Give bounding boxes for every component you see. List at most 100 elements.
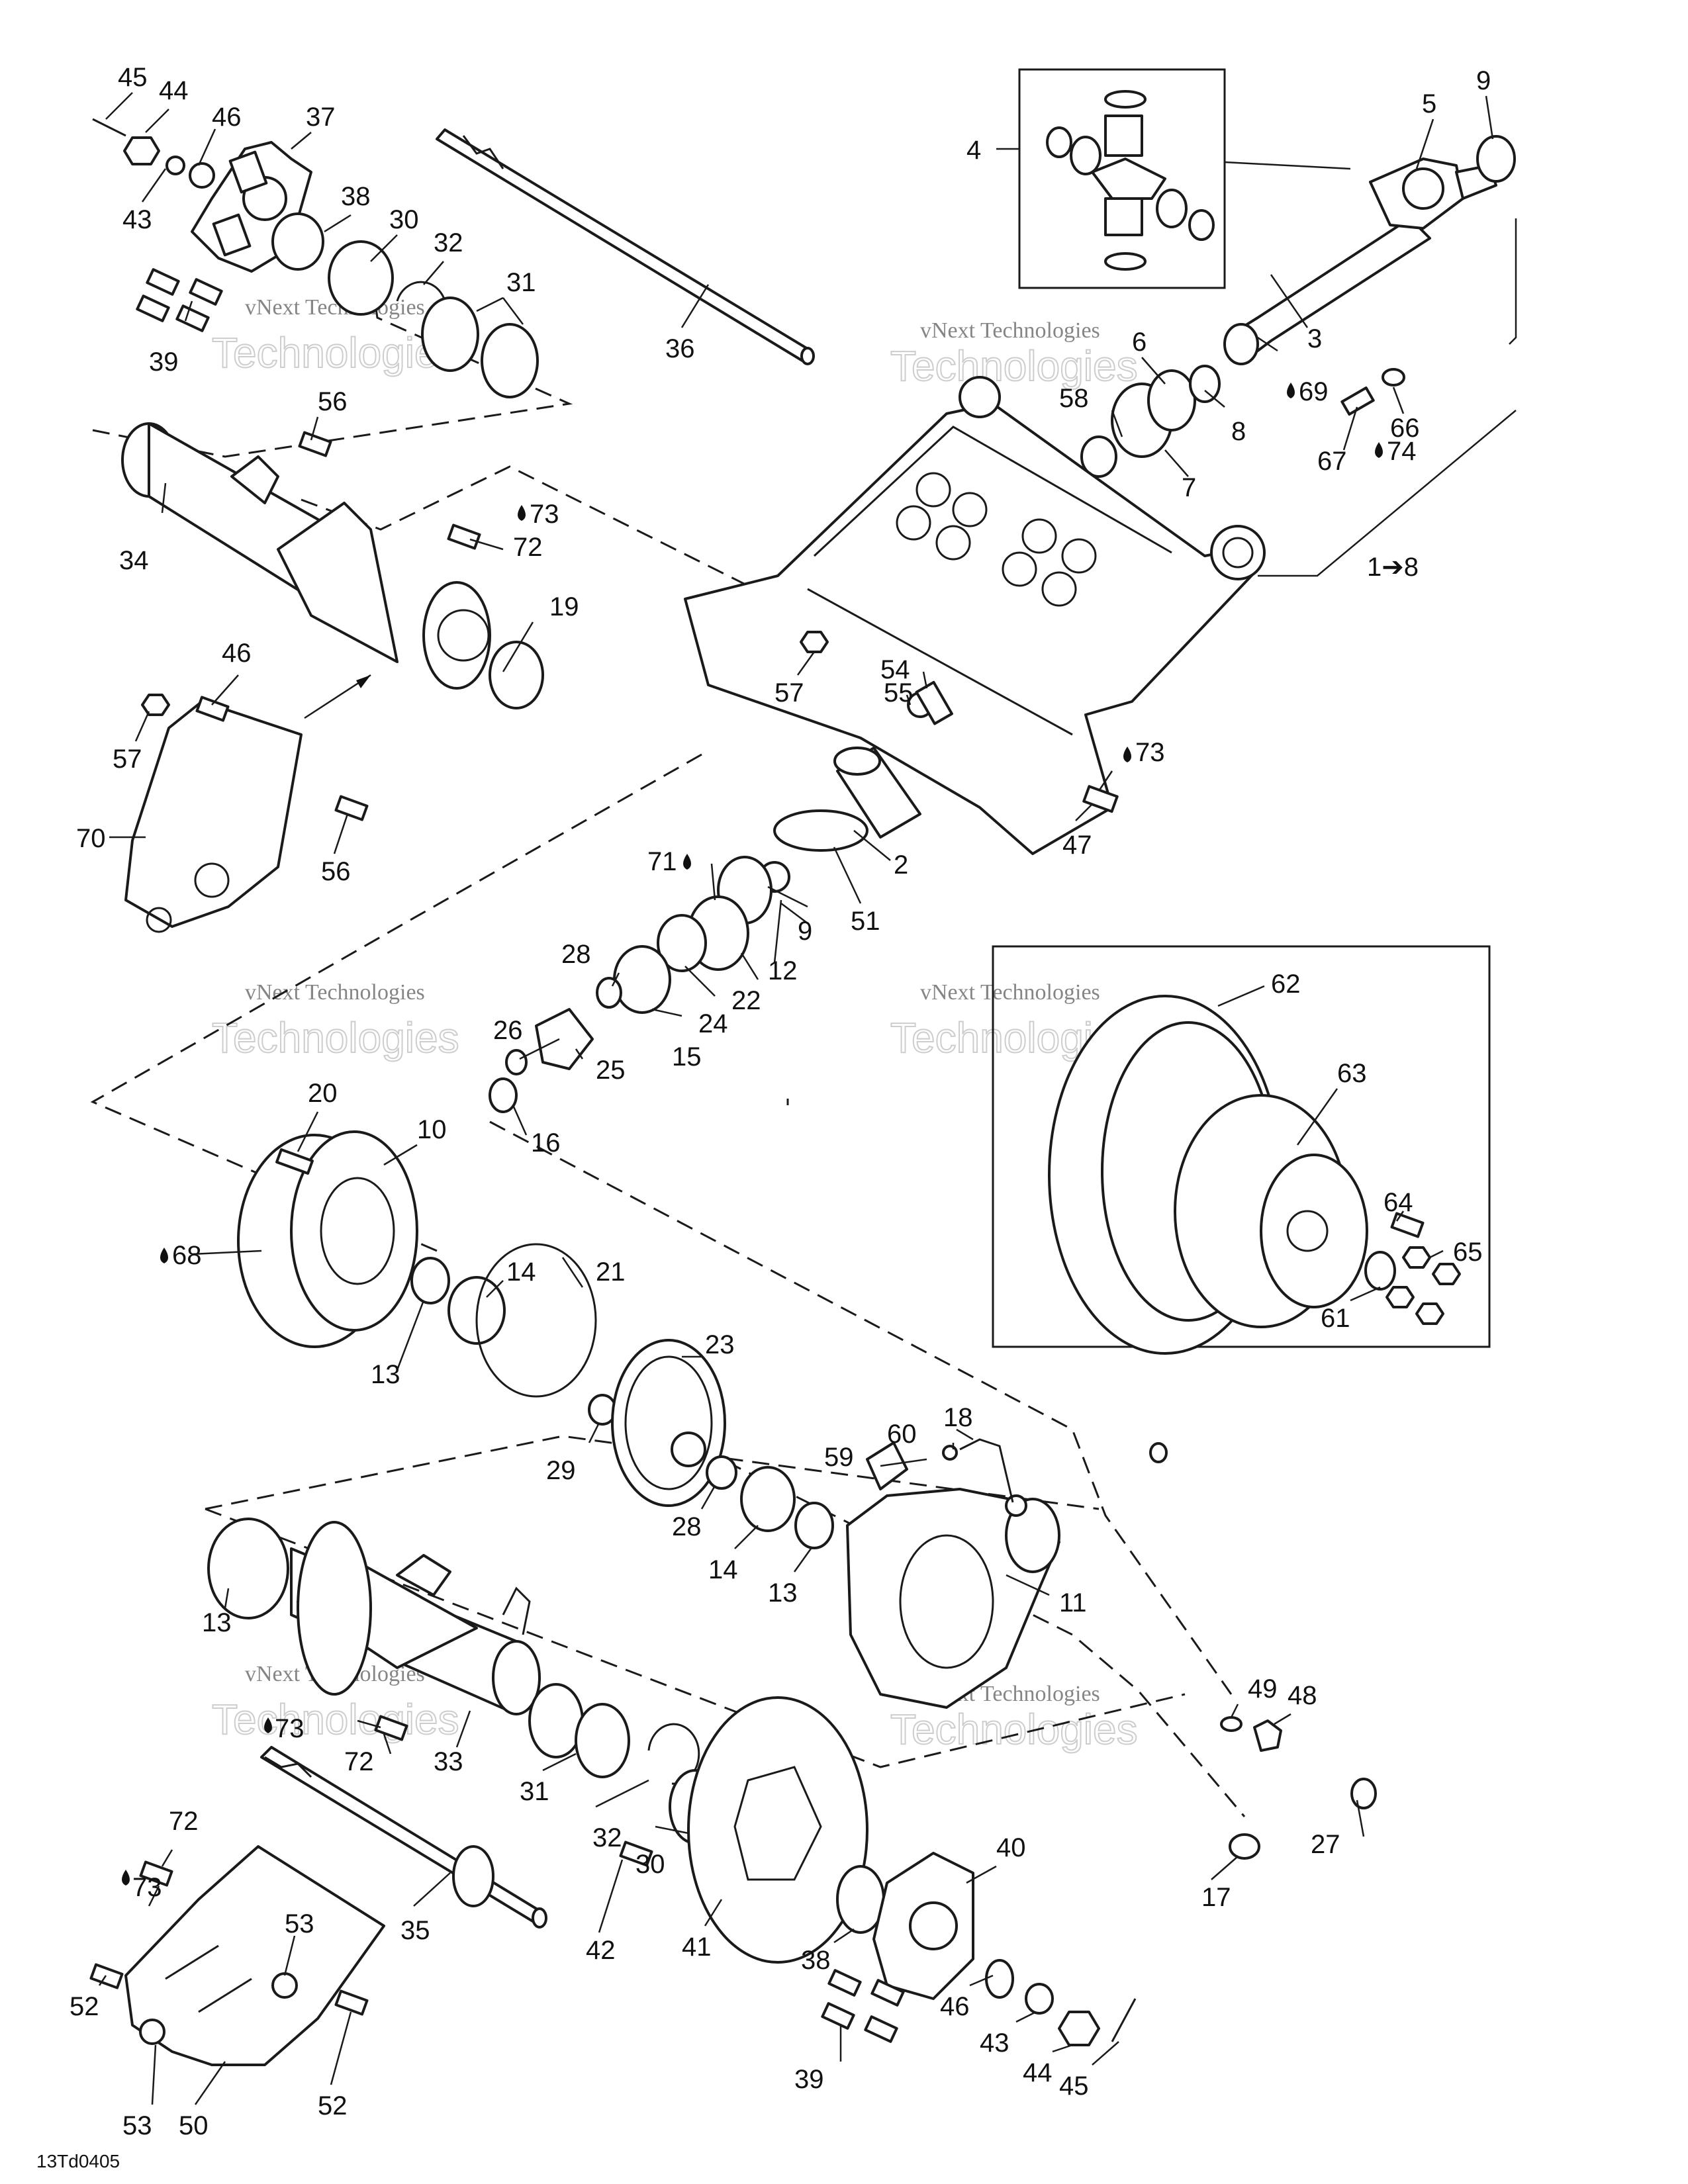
diff-housing-11 — [846, 1438, 1060, 1709]
callout-21: 21 — [596, 1257, 626, 1287]
drop-icon — [160, 1248, 168, 1263]
callout-10: 10 — [417, 1115, 447, 1144]
callout-41: 41 — [682, 1933, 712, 1962]
callout-14: 14 — [506, 1257, 536, 1287]
watermark-text: vNext Technologies — [920, 318, 1100, 343]
callout-12: 12 — [768, 956, 798, 985]
watermark-outline: Technologies — [890, 342, 1138, 390]
callout-73c: 73 — [275, 1714, 305, 1743]
callout-49: 49 — [1248, 1674, 1278, 1704]
watermark-outline: Technologies — [212, 1014, 459, 1062]
callout-30: 30 — [389, 205, 419, 234]
callout-25: 25 — [596, 1056, 626, 1085]
callout-66: 66 — [1390, 414, 1420, 443]
watermark-text: vNext Technologies — [920, 980, 1100, 1005]
callout-65: 65 — [1453, 1238, 1483, 1267]
callout-73d: 73 — [132, 1873, 162, 1902]
callout-53: 53 — [285, 1909, 314, 1938]
callout-43: 43 — [122, 205, 152, 234]
callout-50: 50 — [179, 2111, 209, 2140]
callout-54: 54 — [880, 655, 910, 684]
callout-2: 2 — [894, 850, 908, 880]
callout-46: 46 — [212, 103, 242, 132]
swing-arm-frame — [684, 376, 1517, 855]
watermark-text: vNext Technologies — [245, 980, 425, 1005]
callout-31: 31 — [506, 268, 536, 297]
drive-shaft-3 — [1223, 135, 1517, 365]
callout-52: 52 — [70, 1992, 99, 2021]
callout-59: 59 — [824, 1443, 854, 1472]
callout-56: 56 — [318, 387, 348, 416]
callout-67: 67 — [1317, 447, 1347, 476]
callout-60: 60 — [887, 1420, 917, 1449]
callout-38b: 38 — [801, 1946, 831, 1975]
u-joint-kit-4 — [1046, 90, 1215, 271]
callout-16: 16 — [531, 1128, 561, 1158]
axle-shaft-36 — [436, 128, 815, 365]
callout-32: 32 — [434, 228, 463, 257]
callout-61: 61 — [1321, 1304, 1350, 1333]
callout-43b: 43 — [980, 2028, 1009, 2058]
drop-icon — [1287, 383, 1295, 398]
callout-62: 62 — [1271, 970, 1301, 999]
callout-31b: 31 — [520, 1777, 549, 1806]
callout-5: 5 — [1422, 89, 1436, 118]
callout-13: 13 — [371, 1360, 400, 1389]
callout-22: 22 — [731, 986, 761, 1015]
boot-6-7-8-58 — [1080, 365, 1221, 478]
axle-shaft-35 — [260, 1746, 547, 1929]
drop-icon — [122, 1870, 130, 1886]
brake-disc-41 — [687, 1696, 885, 1964]
callout-8: 8 — [1231, 417, 1246, 446]
drop-icon — [683, 854, 691, 870]
callout-44b: 44 — [1023, 2058, 1053, 2087]
callout-6: 6 — [1132, 328, 1147, 357]
callout-55: 55 — [884, 678, 914, 707]
callout-44: 44 — [159, 76, 189, 105]
callout-36: 36 — [665, 334, 695, 363]
callout-11: 11 — [1059, 1588, 1087, 1617]
diagram-code: 13Td0405 — [36, 2151, 120, 2171]
callout-9b: 9 — [798, 917, 812, 946]
callout-56b: 56 — [321, 857, 351, 886]
wheel-assembly — [1048, 995, 1461, 1355]
callout-labels: 45 44 46 37 43 38 30 32 31 39 36 4 5 9 3… — [70, 63, 1491, 2140]
u-joint-kit-box — [1018, 68, 1226, 289]
callout-37: 37 — [306, 103, 336, 132]
callout-72b: 72 — [344, 1747, 374, 1776]
skid-plate-50 — [89, 1845, 385, 2066]
callout-64: 64 — [1383, 1188, 1413, 1217]
hub-37 — [92, 118, 539, 398]
callout-40: 40 — [996, 1833, 1026, 1862]
drop-icon — [1123, 747, 1131, 762]
callout-46c: 46 — [940, 1992, 970, 2021]
callout-28: 28 — [561, 940, 591, 969]
callout-3: 3 — [1307, 324, 1322, 353]
pinion-chain — [489, 680, 953, 1113]
drop-icon — [1375, 442, 1383, 458]
callout-47: 47 — [1062, 831, 1092, 860]
diff-housing-10 — [237, 1130, 617, 1426]
callout-70: 70 — [76, 824, 106, 853]
callout-72: 72 — [513, 533, 543, 562]
callout-39: 39 — [149, 347, 179, 377]
callout-63: 63 — [1337, 1059, 1367, 1088]
callout-32b: 32 — [592, 1823, 622, 1852]
callout-38: 38 — [341, 182, 371, 211]
hub-40 — [821, 1852, 1137, 2046]
callout-1-8: 1➔8 — [1367, 553, 1419, 582]
callout-57b: 57 — [774, 678, 804, 707]
callout-51: 51 — [851, 907, 880, 936]
callout-27: 27 — [1311, 1830, 1340, 1859]
drop-icon — [518, 505, 526, 521]
callout-42: 42 — [586, 1936, 616, 1965]
watermark-outline: Technologies — [212, 1696, 459, 1743]
callout-53b: 53 — [122, 2111, 152, 2140]
callout-13c: 13 — [202, 1608, 232, 1637]
callout-26: 26 — [493, 1016, 523, 1045]
drop-icon — [264, 1717, 272, 1733]
callout-52b: 52 — [318, 2091, 348, 2120]
callout-73: 73 — [530, 500, 559, 529]
callout-58: 58 — [1059, 384, 1089, 413]
